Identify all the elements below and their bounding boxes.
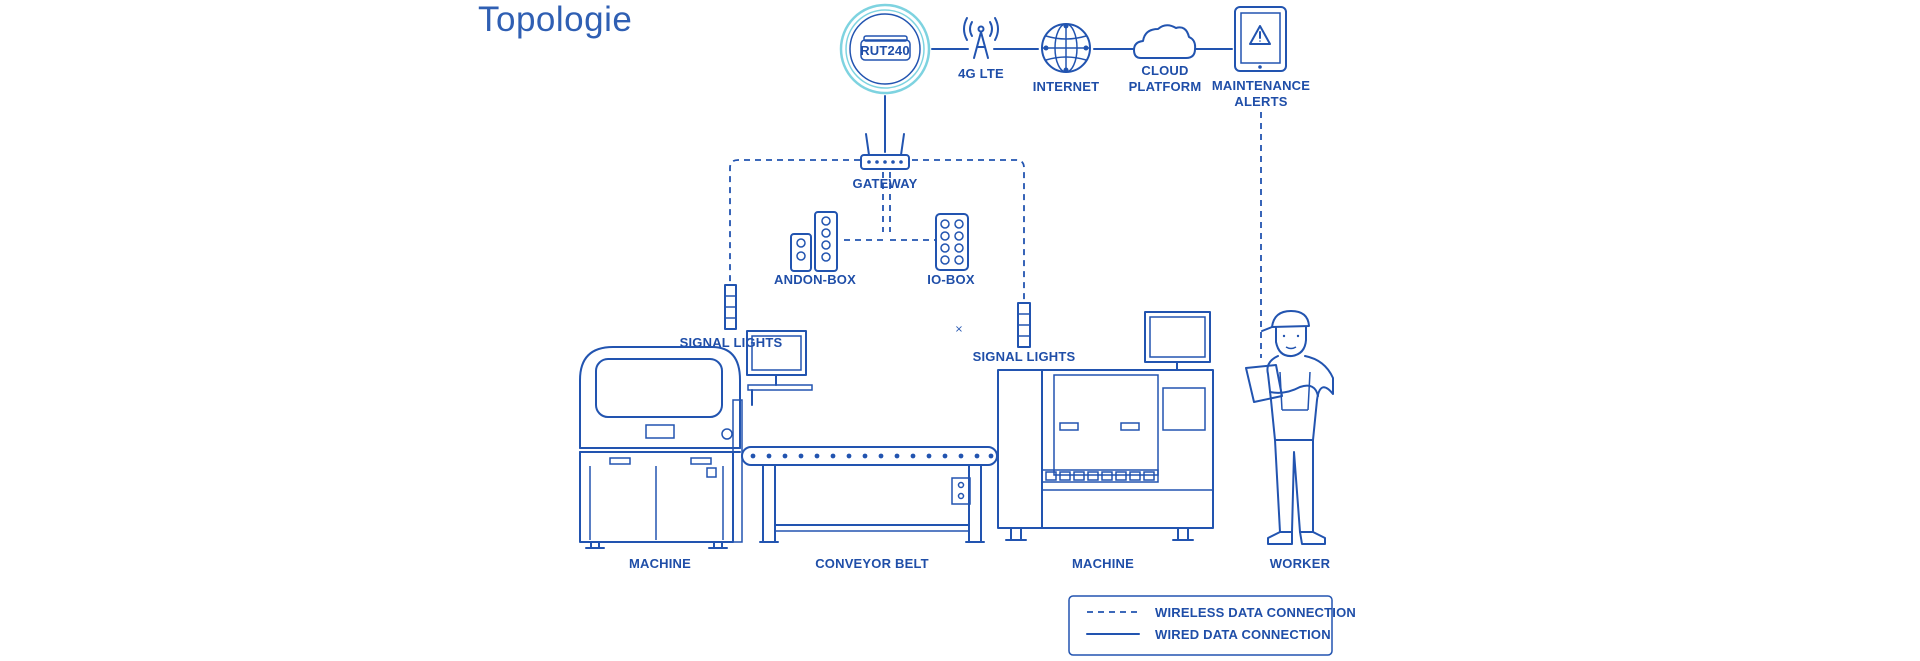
andon-label: ANDON-BOX: [774, 272, 856, 287]
worker-label: WORKER: [1270, 556, 1331, 571]
internet-label: INTERNET: [1033, 79, 1100, 94]
io-box-icon[interactable]: [935, 213, 969, 271]
page-title: Topologie: [478, 0, 633, 39]
stray-mark: ×: [955, 324, 963, 335]
worker-icon: [1245, 310, 1334, 545]
legend-wireless-label: WIRELESS DATA CONNECTION: [1155, 605, 1356, 620]
alerts-label-2: ALERTS: [1234, 94, 1287, 109]
gateway-label: GATEWAY: [853, 176, 918, 191]
legend: [1068, 595, 1333, 656]
lte-label: 4G LTE: [958, 66, 1004, 81]
legend-wired-label: WIRED DATA CONNECTION: [1155, 627, 1331, 642]
cloud-icon: [1133, 24, 1197, 59]
wireless-links: [729, 112, 1262, 358]
router-label: RUT240: [860, 43, 910, 58]
cloud-label-2: PLATFORM: [1129, 79, 1202, 94]
signal-light-icon-left: [724, 284, 737, 330]
andon-box-icon[interactable]: [790, 211, 838, 272]
signal-light-icon-right: [1017, 302, 1031, 348]
tablet-alert-icon[interactable]: [1234, 6, 1287, 72]
machine-left-label: MACHINE: [629, 556, 691, 571]
machine-icon-left[interactable]: [579, 330, 813, 549]
signal-right-label: SIGNAL LIGHTS: [973, 349, 1076, 364]
conveyor-belt-icon[interactable]: [741, 446, 998, 543]
cell-tower-icon: [963, 17, 999, 59]
alerts-label-1: MAINTENANCE: [1212, 78, 1310, 93]
machine-right-label: MACHINE: [1072, 556, 1134, 571]
globe-icon: [1041, 23, 1091, 73]
io-label: IO-BOX: [927, 272, 975, 287]
gateway-icon[interactable]: [860, 133, 910, 170]
wired-top-links: [884, 48, 1233, 153]
cloud-label-1: CLOUD: [1141, 63, 1188, 78]
router-icon[interactable]: [839, 3, 931, 95]
conveyor-label: CONVEYOR BELT: [815, 556, 929, 571]
machine-icon-right[interactable]: [997, 311, 1214, 541]
